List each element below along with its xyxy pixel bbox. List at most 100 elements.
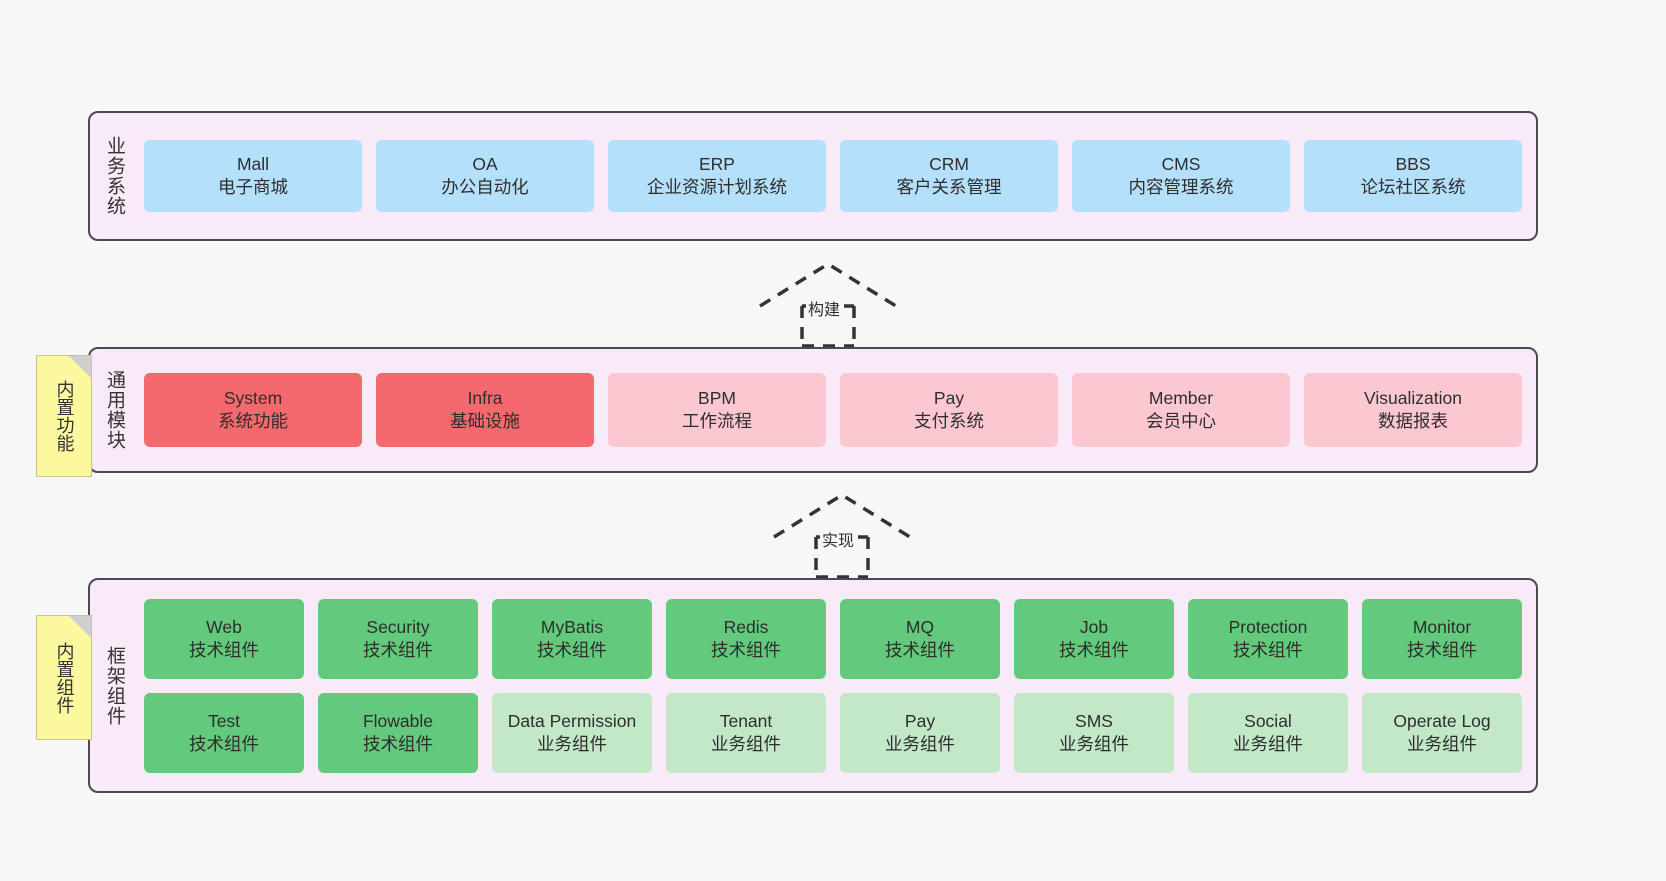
module-card-security[interactable]: Security 技术组件 <box>318 598 478 679</box>
module-subtitle: 技术组件 <box>189 639 259 660</box>
module-subtitle: 数据报表 <box>1378 411 1448 431</box>
module-title: Infra <box>467 388 503 409</box>
module-subtitle: 技术组件 <box>1059 639 1129 660</box>
module-card-tenant[interactable]: Tenant 业务组件 <box>666 692 826 773</box>
module-card-redis[interactable]: Redis 技术组件 <box>666 598 826 679</box>
layer-title-business-system: 业务系统 <box>104 136 126 216</box>
module-card-sms[interactable]: SMS 业务组件 <box>1014 692 1174 773</box>
module-card-pay-business[interactable]: Pay 业务组件 <box>840 692 1000 773</box>
module-subtitle: 电子商城 <box>218 177 288 197</box>
module-card-monitor[interactable]: Monitor 技术组件 <box>1362 598 1522 679</box>
module-subtitle: 办公自动化 <box>441 177 529 197</box>
module-title: Data Permission <box>507 710 637 731</box>
module-subtitle: 技术组件 <box>363 733 433 754</box>
module-subtitle: 论坛社区系统 <box>1360 177 1466 197</box>
module-card-mybatis[interactable]: MyBatis 技术组件 <box>492 598 652 679</box>
module-card-bbs[interactable]: BBS 论坛社区系统 <box>1304 140 1522 212</box>
module-title: BPM <box>698 388 736 409</box>
module-card-data-permission[interactable]: Data Permission 业务组件 <box>492 692 652 773</box>
module-subtitle: 业务组件 <box>1059 733 1129 754</box>
module-title: Protection <box>1228 616 1308 637</box>
module-subtitle: 工作流程 <box>682 411 752 431</box>
module-subtitle: 技术组件 <box>711 639 781 660</box>
module-subtitle: 技术组件 <box>537 639 607 660</box>
connector-label-build: 构建 <box>806 296 843 320</box>
module-subtitle: 会员中心 <box>1146 411 1216 431</box>
module-subtitle: 内容管理系统 <box>1128 177 1234 197</box>
connector-label-realize: 实现 <box>820 527 857 551</box>
module-title: CRM <box>929 154 969 175</box>
layer-row: Mall 电子商城 OA 办公自动化 ERP 企业资源计划系统 CRM 客户关系… <box>144 140 1522 212</box>
module-title: Flowable <box>362 710 434 731</box>
module-subtitle: 技术组件 <box>363 639 433 660</box>
layer-framework-component: 框架组件 Web 技术组件 Security 技术组件 MyBatis 技术组件… <box>88 578 1538 793</box>
module-card-job[interactable]: Job 技术组件 <box>1014 598 1174 679</box>
module-card-pay[interactable]: Pay 支付系统 <box>840 373 1058 447</box>
module-subtitle: 技术组件 <box>1407 639 1477 660</box>
module-title: System <box>223 388 283 409</box>
module-title: Web <box>206 616 242 637</box>
module-card-member[interactable]: Member 会员中心 <box>1072 373 1290 447</box>
layer-title-framework-component: 框架组件 <box>104 645 126 726</box>
layer-row: System 系统功能 Infra 基础设施 BPM 工作流程 Pay 支付系统… <box>144 373 1522 447</box>
module-card-social[interactable]: Social 业务组件 <box>1188 692 1348 773</box>
module-card-bpm[interactable]: BPM 工作流程 <box>608 373 826 447</box>
layer-body-business-system: Mall 电子商城 OA 办公自动化 ERP 企业资源计划系统 CRM 客户关系… <box>138 113 1536 239</box>
module-card-crm[interactable]: CRM 客户关系管理 <box>840 140 1058 212</box>
module-card-cms[interactable]: CMS 内容管理系统 <box>1072 140 1290 212</box>
connector-build: 构建 <box>744 258 924 348</box>
module-subtitle: 技术组件 <box>189 733 259 754</box>
module-card-mq[interactable]: MQ 技术组件 <box>840 598 1000 679</box>
arrowhead-triangle-icon <box>773 492 911 539</box>
layer-body-framework-component: Web 技术组件 Security 技术组件 MyBatis 技术组件 Redi… <box>138 580 1536 791</box>
module-title: Operate Log <box>1393 710 1491 731</box>
module-card-oa[interactable]: OA 办公自动化 <box>376 140 594 212</box>
module-subtitle: 业务组件 <box>885 733 955 754</box>
note-builtin-function: 内置功能 <box>36 355 92 477</box>
module-subtitle: 系统功能 <box>218 411 288 431</box>
module-title: ERP <box>699 154 735 175</box>
module-title: Security <box>366 616 430 637</box>
module-title: MyBatis <box>540 616 604 637</box>
module-card-protection[interactable]: Protection 技术组件 <box>1188 598 1348 679</box>
module-subtitle: 企业资源计划系统 <box>647 177 787 197</box>
module-title: Monitor <box>1412 616 1472 637</box>
module-card-test[interactable]: Test 技术组件 <box>144 692 304 773</box>
module-subtitle: 业务组件 <box>1233 733 1303 754</box>
module-subtitle: 技术组件 <box>885 639 955 660</box>
module-title: Mall <box>236 154 270 175</box>
module-title: Test <box>207 710 241 731</box>
module-subtitle: 业务组件 <box>1407 733 1477 754</box>
module-title: Tenant <box>719 710 773 731</box>
module-subtitle: 业务组件 <box>711 733 781 754</box>
module-title: Redis <box>723 616 769 637</box>
module-title: Visualization <box>1364 388 1462 409</box>
arrowhead-triangle-icon <box>759 261 897 308</box>
module-card-erp[interactable]: ERP 企业资源计划系统 <box>608 140 826 212</box>
layer-row: Test 技术组件 Flowable 技术组件 Data Permission … <box>144 692 1522 773</box>
module-subtitle: 客户关系管理 <box>896 177 1002 197</box>
layer-title-common-module: 通用模块 <box>104 370 126 450</box>
module-card-infra[interactable]: Infra 基础设施 <box>376 373 594 447</box>
note-fold-corner-icon <box>69 616 91 638</box>
module-title: CMS <box>1161 154 1201 175</box>
module-card-flowable[interactable]: Flowable 技术组件 <box>318 692 478 773</box>
module-card-mall[interactable]: Mall 电子商城 <box>144 140 362 212</box>
module-card-visualization[interactable]: Visualization 数据报表 <box>1304 373 1522 447</box>
module-title: SMS <box>1075 710 1113 731</box>
note-label: 内置组件 <box>54 641 75 714</box>
layer-common-module: 通用模块 System 系统功能 Infra 基础设施 BPM 工作流程 Pay… <box>88 347 1538 473</box>
module-subtitle: 技术组件 <box>1233 639 1303 660</box>
module-card-web[interactable]: Web 技术组件 <box>144 598 304 679</box>
module-card-system[interactable]: System 系统功能 <box>144 373 362 447</box>
module-card-operate-log[interactable]: Operate Log 业务组件 <box>1362 692 1522 773</box>
module-title: BBS <box>1395 154 1431 175</box>
layer-body-common-module: System 系统功能 Infra 基础设施 BPM 工作流程 Pay 支付系统… <box>138 349 1536 471</box>
module-title: Pay <box>933 388 965 409</box>
module-title: Job <box>1079 616 1109 637</box>
module-title: Social <box>1244 710 1292 731</box>
module-subtitle: 基础设施 <box>450 411 520 431</box>
note-fold-corner-icon <box>69 356 91 378</box>
layer-row: Web 技术组件 Security 技术组件 MyBatis 技术组件 Redi… <box>144 598 1522 679</box>
